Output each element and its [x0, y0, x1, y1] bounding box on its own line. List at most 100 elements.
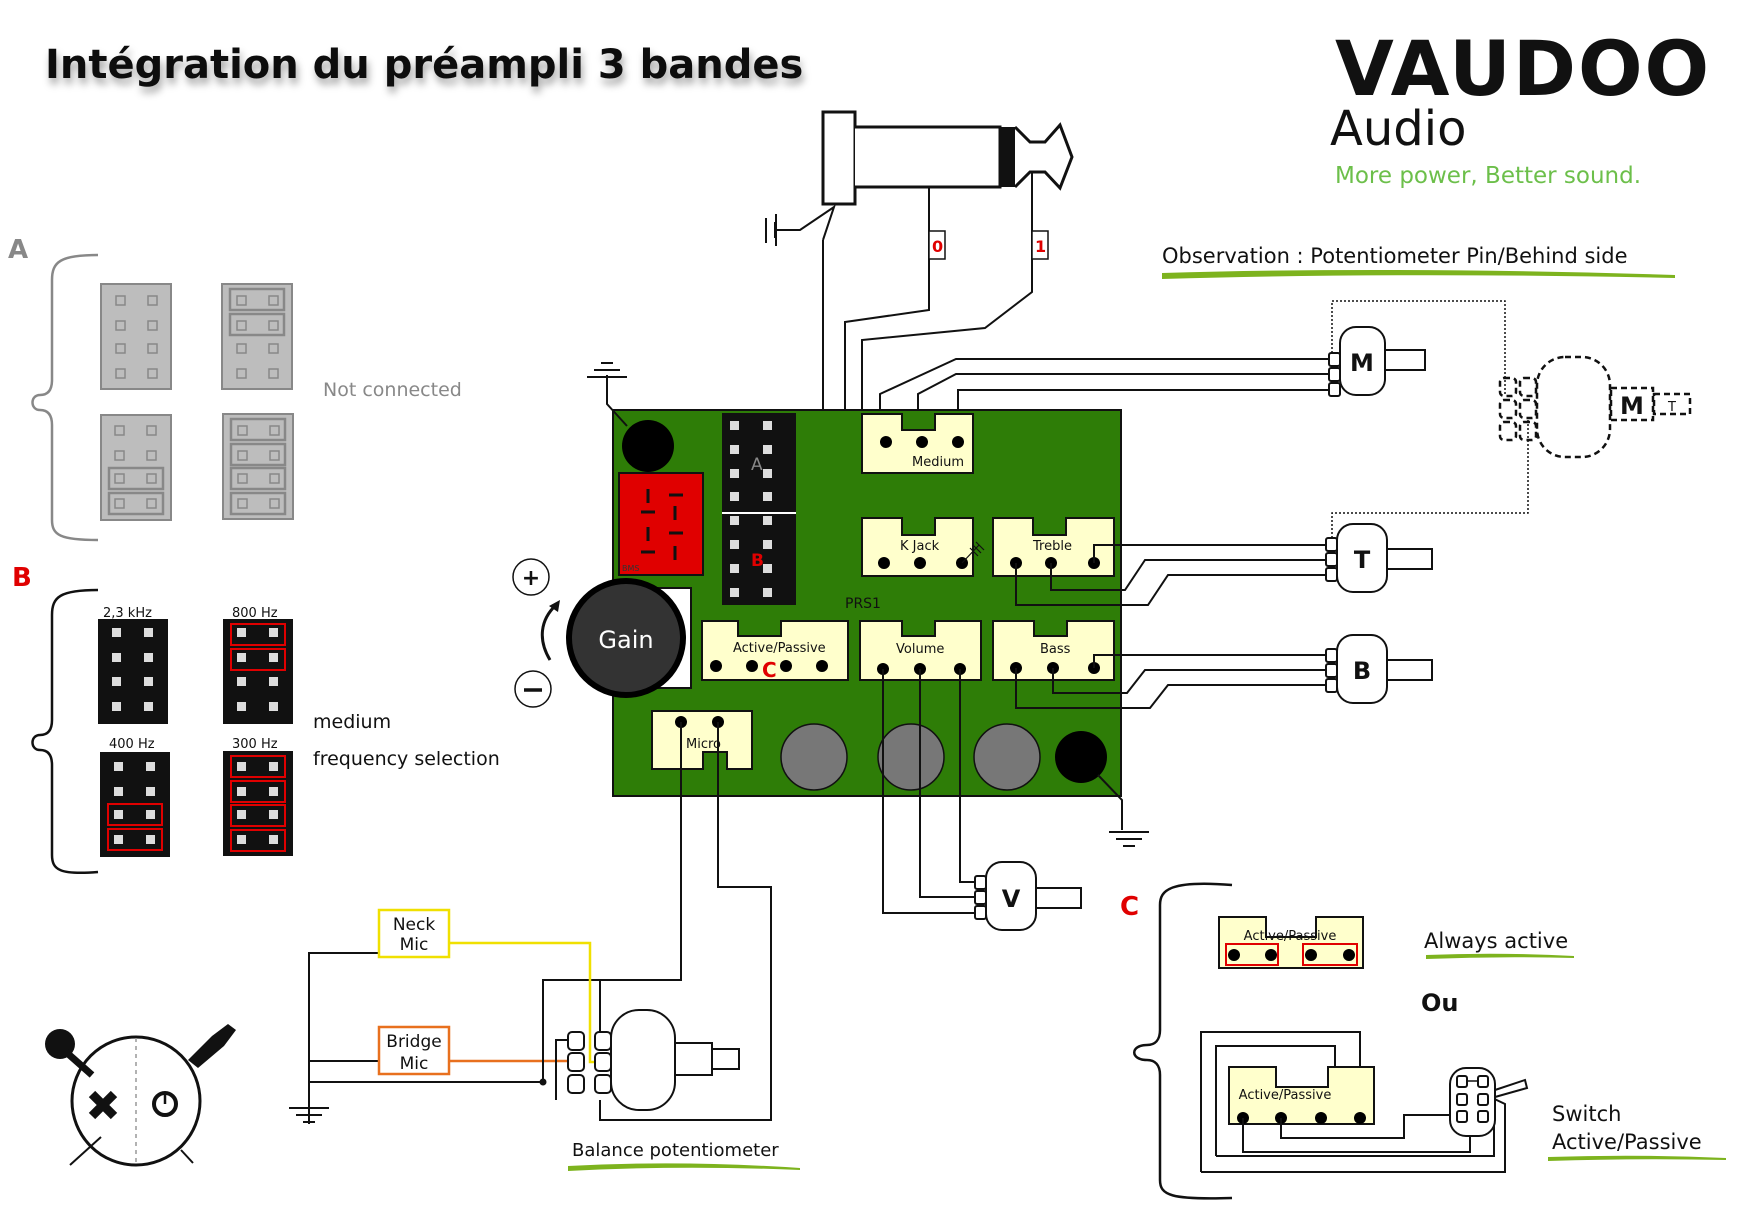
section-b: B 2,3 kHz 800 Hz 400 Hz 300 Hz	[12, 563, 500, 874]
section-c: C Active/Passive Always active Ou Active…	[1120, 882, 1726, 1200]
jumper-label: 2,3 kHz	[103, 606, 152, 621]
jumper-label: 400 Hz	[109, 737, 155, 752]
jumper-b3	[100, 752, 170, 857]
always-active-label: Always active	[1424, 929, 1568, 953]
output-jack: 0 1	[765, 110, 1074, 270]
header-b-label: B	[751, 551, 764, 571]
frequency-header	[722, 413, 796, 605]
section-b-note-2: frequency selection	[313, 748, 500, 770]
brand-sub: Audio	[1330, 101, 1466, 157]
connector-medium: Medium	[861, 413, 974, 474]
connector-label: Micro	[686, 737, 721, 752]
c-marker: C	[762, 658, 777, 682]
connector-label: Active/Passive	[733, 641, 826, 656]
brand-name: VAUDOO	[1335, 24, 1711, 113]
ground-icon	[1109, 831, 1149, 847]
switch-label-1: Switch	[1552, 1102, 1621, 1126]
bridge-mic-label-2: Mic	[400, 1054, 429, 1074]
connector-label: Medium	[912, 455, 964, 470]
brace	[1133, 882, 1233, 1200]
jumper-b4	[223, 751, 293, 856]
voodoo-emblem-icon	[45, 1024, 236, 1167]
jumper-label: 300 Hz	[232, 737, 278, 752]
ground-hole	[1055, 731, 1107, 783]
or-label: Ou	[1421, 989, 1459, 1017]
section-a-letter: A	[8, 235, 28, 265]
jumper-a1	[100, 283, 172, 390]
section-a-note: Not connected	[323, 379, 462, 401]
neck-wire	[449, 941, 595, 1064]
section-c-letter: C	[1120, 892, 1139, 922]
connector-active-passive: Active/Passive C	[701, 620, 849, 682]
neck-mic-label-2: Mic	[400, 935, 429, 955]
observation-label: Observation : Potentiometer Pin/Behind s…	[1162, 244, 1628, 268]
jumper-a3	[100, 414, 172, 521]
ground-icon	[587, 362, 627, 378]
ground-icon	[765, 204, 836, 246]
pot-label: M	[1350, 349, 1374, 377]
jumper-b2	[223, 619, 293, 724]
pot-hole	[780, 723, 848, 791]
ground-hole	[622, 420, 674, 472]
pot-volume: V	[974, 861, 1082, 931]
ground-icon	[961, 541, 985, 564]
gain-knob[interactable]: Gain	[566, 578, 686, 698]
balance-section: Neck Mic Bridge Mic Balance potentiomete…	[289, 908, 800, 1171]
brace	[31, 253, 99, 542]
tip-tag-label: 1	[1035, 237, 1046, 256]
sleeve-tag	[928, 230, 946, 260]
pot-medium: M	[1328, 326, 1426, 397]
section-b-note-1: medium	[313, 711, 391, 733]
pot-hole	[973, 723, 1041, 791]
bridge-mic	[377, 1025, 451, 1076]
connector-label: K Jack	[900, 539, 940, 554]
pot-label: T	[1354, 546, 1371, 574]
connector-bass: Bass	[992, 620, 1115, 681]
gain-minus-icon	[514, 670, 552, 708]
brace	[31, 588, 99, 874]
balance-label: Balance potentiometer	[572, 1140, 779, 1161]
underline	[1426, 953, 1574, 959]
switch-label-2: Active/Passive	[1552, 1130, 1702, 1154]
gain-label: Gain	[598, 626, 653, 654]
svg-text:+: +	[522, 566, 540, 591]
connector-volume: Volume	[859, 620, 982, 681]
connector-label: Volume	[896, 642, 944, 657]
pot-treble: T	[1325, 523, 1433, 593]
neck-mic-label-1: Neck	[393, 915, 436, 935]
brand-logo: VAUDOO Audio More power, Better sound.	[1330, 24, 1711, 189]
pot-behind-view: M T	[1498, 355, 1692, 459]
pot-hole	[877, 723, 945, 791]
underline	[1162, 269, 1675, 279]
pot-label: M	[1620, 392, 1644, 420]
connector-kjack: K Jack	[861, 517, 985, 577]
board-name: PRS1	[845, 596, 881, 612]
balance-pot	[610, 1009, 676, 1111]
bridge-mic-label-1: Bridge	[386, 1032, 441, 1052]
underline	[1548, 1155, 1726, 1161]
pot-label: B	[1353, 657, 1371, 685]
neck-mic	[377, 908, 451, 959]
connector-label: Bass	[1040, 642, 1071, 657]
always-active-connector: Active/Passive	[1218, 916, 1364, 969]
pot-label: V	[1002, 885, 1021, 913]
jumper-label: 800 Hz	[232, 606, 278, 621]
connector-micro: Micro	[651, 710, 753, 770]
section-a: A	[8, 235, 462, 542]
brand-tagline: More power, Better sound.	[1335, 163, 1641, 189]
page-title: Intégration du préampli 3 bandes	[45, 42, 803, 88]
jumper-a2	[221, 283, 293, 390]
pot-label: T	[1667, 400, 1676, 415]
pot-bass: B	[1325, 634, 1433, 704]
sleeve-tag-label: 0	[932, 237, 943, 256]
jumper-b1	[98, 619, 168, 724]
rotation-arrow-icon	[540, 603, 558, 661]
connector-label: Treble	[1032, 539, 1072, 554]
jumper-a4	[222, 413, 294, 520]
connector-label: Active/Passive	[1239, 1088, 1332, 1103]
bms-label: BMS	[622, 564, 639, 573]
connector-label: Active/Passive	[1244, 929, 1337, 944]
tip-tag	[1031, 230, 1049, 260]
section-b-letter: B	[12, 563, 32, 593]
